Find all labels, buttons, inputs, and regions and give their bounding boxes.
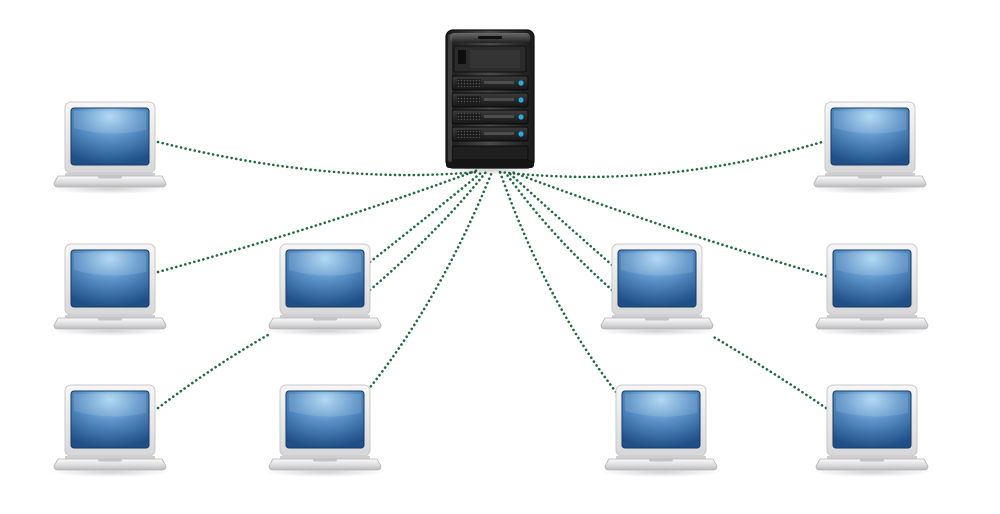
server[interactable] — [442, 29, 538, 175]
status-led-icon — [518, 114, 524, 120]
link-mid-center-left-b — [368, 170, 488, 292]
laptop-icon — [810, 101, 930, 194]
link-top-left — [156, 140, 480, 177]
link-mid-right — [510, 170, 828, 278]
link-bottom-center-left — [366, 170, 494, 392]
laptop-icon — [50, 243, 170, 336]
laptop-icon — [265, 243, 385, 336]
laptop-icon — [812, 384, 932, 477]
laptop-icon — [50, 101, 170, 194]
connection-lines — [156, 140, 828, 410]
link-mid-center-right-b — [506, 170, 614, 267]
laptop-top-right[interactable] — [810, 101, 930, 194]
laptop-top-left[interactable] — [50, 101, 170, 194]
laptop-icon — [265, 384, 385, 477]
devices — [50, 29, 932, 477]
laptop-mid-center-right[interactable] — [597, 243, 717, 336]
laptop-mid-center-left[interactable] — [265, 243, 385, 336]
laptop-bottom-center-left[interactable] — [265, 384, 385, 477]
link-bottom-left — [156, 333, 270, 410]
server-icon — [442, 29, 538, 175]
laptop-icon — [50, 384, 170, 477]
laptop-icon — [812, 243, 932, 336]
laptop-bottom-center-right[interactable] — [601, 384, 721, 477]
link-mid-center-right — [503, 170, 614, 292]
server-bay — [451, 92, 529, 108]
server-bay — [451, 109, 529, 125]
status-led-icon — [518, 97, 524, 103]
link-top-right — [498, 140, 824, 179]
server-bay — [451, 75, 529, 91]
link-bottom-right — [710, 334, 828, 410]
link-mid-center-left-a — [368, 170, 484, 264]
laptop-bottom-right[interactable] — [812, 384, 932, 477]
laptop-icon — [597, 243, 717, 336]
laptop-mid-right[interactable] — [812, 243, 932, 336]
laptop-mid-left[interactable] — [50, 243, 170, 336]
laptop-bottom-left[interactable] — [50, 384, 170, 477]
status-led-icon — [518, 80, 524, 86]
server-bay — [451, 126, 529, 142]
link-bottom-center-right — [498, 170, 618, 394]
status-led-icon — [518, 131, 524, 137]
link-mid-left — [156, 168, 480, 274]
laptop-icon — [601, 384, 721, 477]
